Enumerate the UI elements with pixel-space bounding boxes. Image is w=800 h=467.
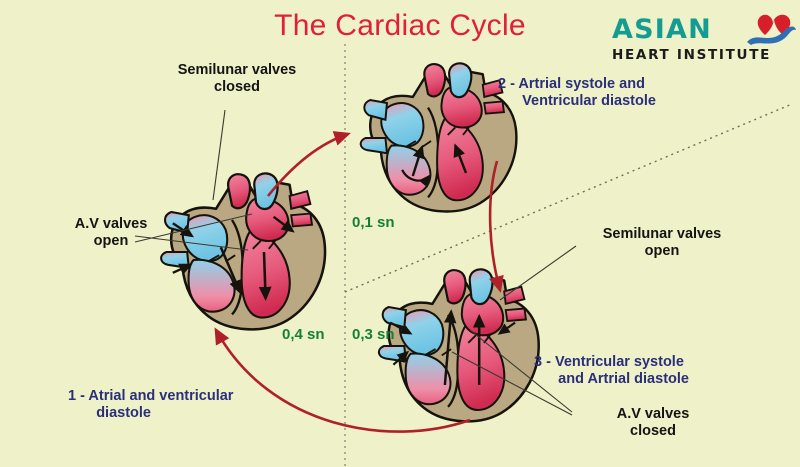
logo-line-1: ASIAN xyxy=(612,14,712,45)
leader-av-closed-b xyxy=(451,351,573,416)
heart-phase-2 xyxy=(359,62,518,213)
phase-2-label: 2 - Artrial systole and Ventricular dias… xyxy=(498,76,656,110)
phase-3-duration: 0,3 sn xyxy=(352,326,395,343)
leader-semilunar-closed xyxy=(212,109,226,201)
label-av-valves-open: A.V valves open xyxy=(74,216,148,250)
asian-heart-institute-logo: ASIAN HEART INSTITUTE xyxy=(612,14,796,70)
cycle-arrow-3-to-1 xyxy=(214,327,471,433)
leader-av-open-a xyxy=(134,235,249,251)
heart-swoosh-icon xyxy=(747,14,796,45)
page-title: The Cardiac Cycle xyxy=(274,9,526,42)
label-semilunar-valves-closed: Semilunar valves closed xyxy=(177,62,297,96)
heart-phase-3 xyxy=(377,268,540,423)
phase-1-label: 1 - Atrial and ventricular diastole xyxy=(68,388,234,422)
phase-2-duration: 0,1 sn xyxy=(352,214,395,231)
leader-av-open-b xyxy=(134,213,253,243)
phase-1-duration: 0,4 sn xyxy=(282,326,325,343)
phase-3-label: 3 - Ventricular systole and Artrial dias… xyxy=(534,354,689,388)
heart-phase-1 xyxy=(159,172,327,331)
leader-av-closed-a xyxy=(469,329,573,413)
label-semilunar-valves-open: Semilunar valves open xyxy=(602,226,722,260)
cycle-arrow-2-to-3 xyxy=(488,160,504,293)
logo-line-2: HEART INSTITUTE xyxy=(612,47,772,63)
leader-semilunar-open xyxy=(499,245,577,301)
label-av-valves-closed: A.V valves closed xyxy=(616,406,690,440)
cycle-arrow-1-to-2 xyxy=(266,131,351,197)
